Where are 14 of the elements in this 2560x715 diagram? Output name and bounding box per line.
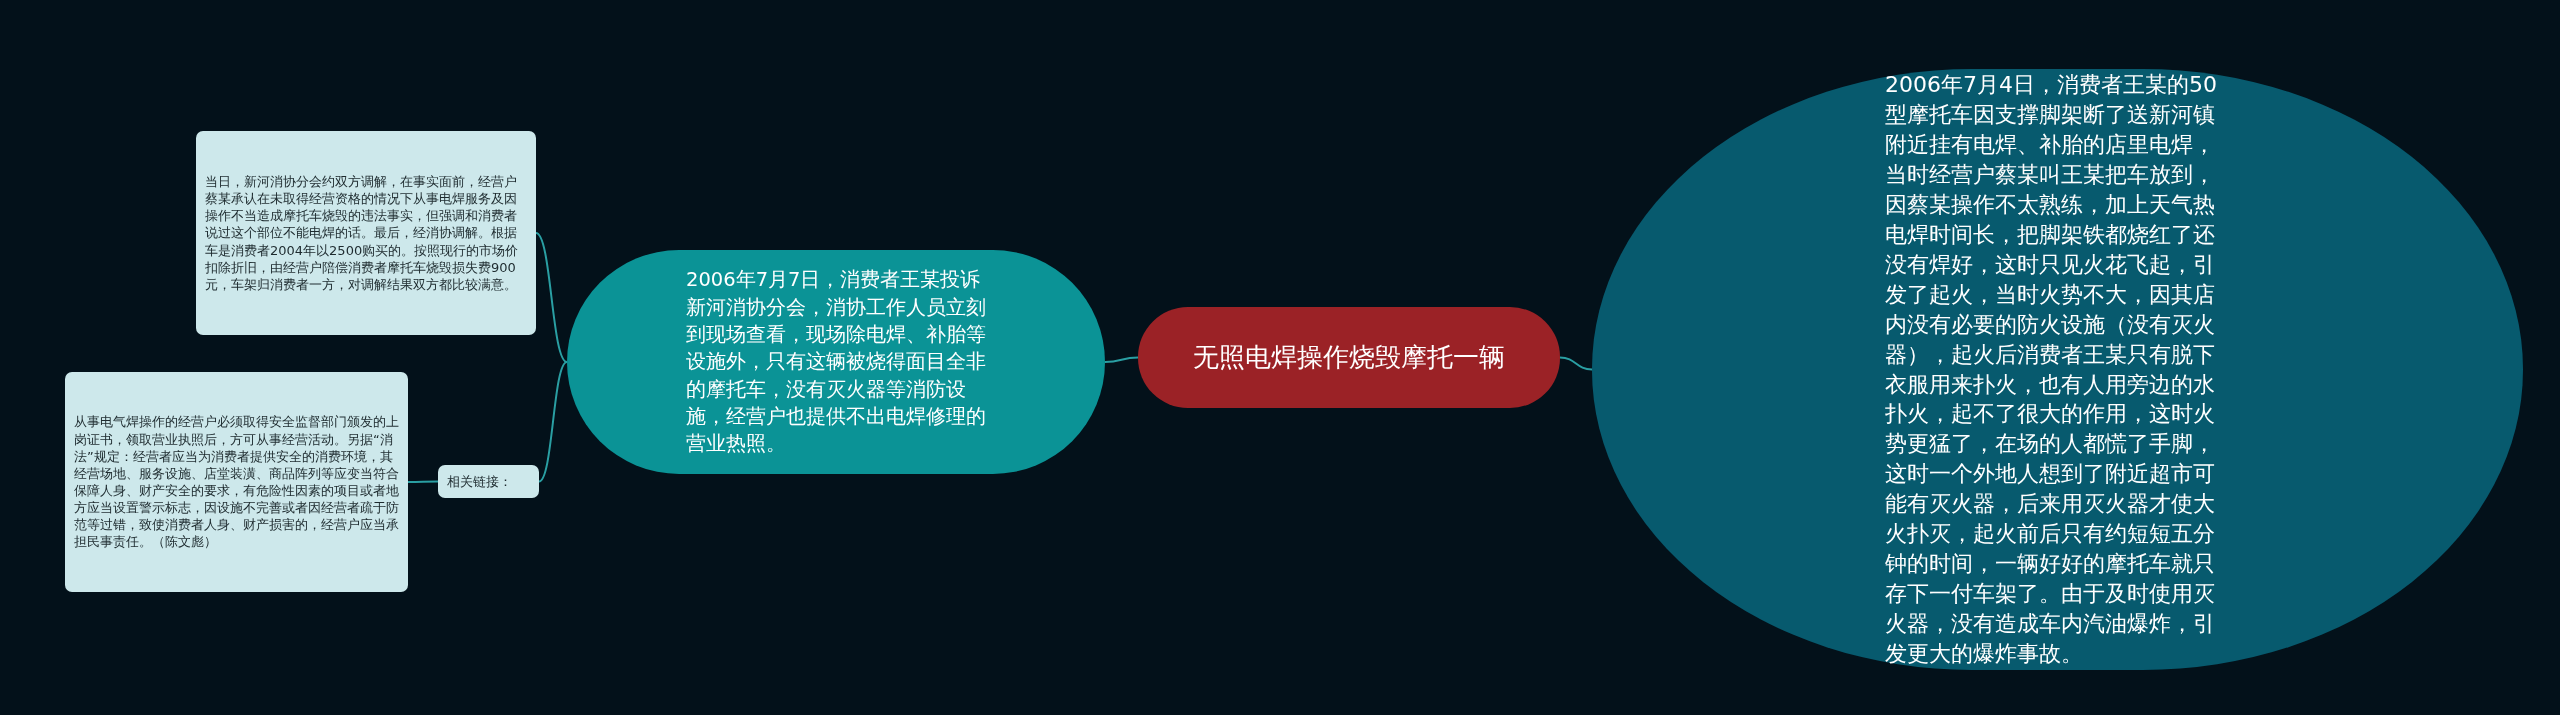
note-card (196, 131, 536, 335)
note-text: 2006年7月4日，消费者王某的50型摩托车因支撑脚架断了送新河镇附近挂有电焊、补胎的店里电焊，当时经营户蔡某叫王某把车放到，因蔡某操作不太熟练，加上天气热电焊时间长，把脚架铁都烧红了还没有焊好，这时只见火花飞起，引发了起火，当时火势不大，因其店内没有必要的防火设施（没有灭火器），起火后消费者王某只有脱下衣服用来扑火，也有人用旁边的水扑火，起不了很大的作用，这时火势更猛了，在场的人都慌了手脚，这时一个外地人想到了附近超市可能有灭火器，后来用灭火器才使大火扑灭，起火前后只有约短短五分钟的时间，一辆好好的摩托车就只存下一付车架了。由于及时使用灭火器，没有造成车内汽油爆炸，引发更大的爆炸事故。 (1885, 71, 2218, 668)
note-card (65, 372, 408, 592)
note-text: 相关链接： (447, 472, 513, 491)
note-card (438, 465, 539, 498)
connector-line (1104, 356, 1139, 363)
connector-line (407, 480, 439, 483)
note-text: 从事电气焊操作的经营户必须取得安全监督部门颁发的上岗证书，领取营业执照后，方可从事经营活动。另据“消法”规定：经营者应当为消费者提供安全的消费环境，其经营场地、服务设施、店堂装潢、商品阵列等应变当符合保障人身、财产安全的要求，有危险性因素的项目或者地方应当设置警示标志，因设施不完善或者因经营者疏于防范等过错，致使消费者人身、财产损害的，经营户应当承担民事责任。（陈文彪） (74, 413, 399, 551)
note-text: 2006年7月7日，消费者王某投诉新河消协分会，消协工作人员立刻到现场查看，现场除电焊、补胎等设施外，只有这辆被烧得面目全非的摩托车，没有灭火器等消防设施，经营户也提供不出电焊修理的营业热照。 (686, 267, 986, 458)
note-text: 当日，新河消协分会约双方调解，在事实面前，经营户蔡某承认在未取得经营资格的情况下从事电焊服务及因操作不当造成摩托车烧毁的违法事实，但强调和消费者说过这个部位不能电焊的话。最后，经消协调解。根据车是消费者2004年以2500购买的。按照现行的市场价扣除折旧，由经营户陪偿消费者摩托车烧毁损失费900元，车架归消费者一方，对调解结果双方都比较满意。 (205, 172, 520, 294)
connector-line (535, 232, 568, 363)
connector-line (538, 361, 568, 483)
topic-title: 无照电焊操作烧毁摩托一辆 (1192, 340, 1506, 374)
connector-line (1559, 356, 1593, 371)
